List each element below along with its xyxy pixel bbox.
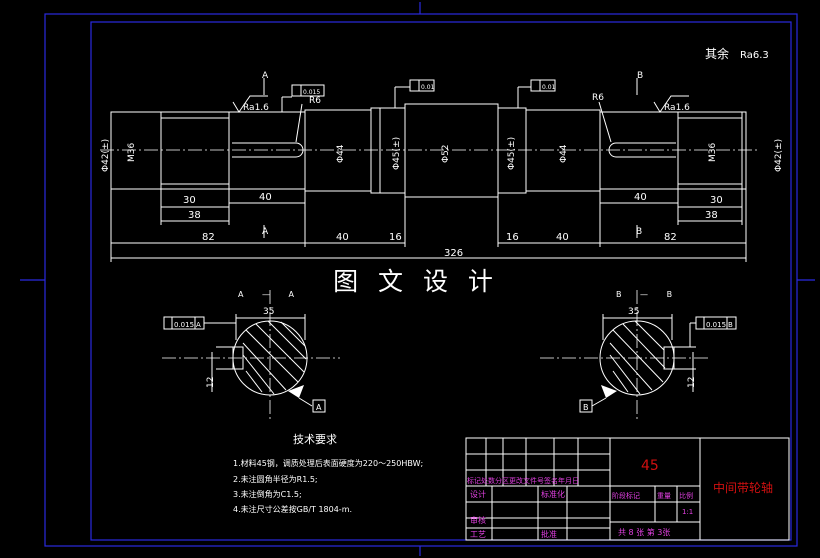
dim-dia52: Φ52	[441, 144, 451, 163]
dim-dia45-left: Φ45(±)	[392, 137, 402, 170]
dim-82-right: 82	[664, 232, 677, 243]
roughness-left: Ra1.6	[243, 103, 269, 113]
label-stage-mark: 阶段标记	[612, 491, 640, 500]
label-approve: 批准	[541, 529, 557, 539]
section-b-width: 35	[628, 307, 639, 317]
sheet-count: 共 8 张 第 3张	[618, 527, 670, 537]
dim-30-left: 30	[183, 195, 196, 206]
section-b-depth: 12	[687, 377, 697, 388]
section-mark-a-top: A	[262, 71, 269, 81]
dim-40-mid-left: 40	[336, 232, 349, 243]
section-a-width: 35	[263, 307, 274, 317]
roughness-note: 其余	[705, 46, 729, 61]
dim-40-mid-right: 40	[556, 232, 569, 243]
dim-dia42-right: Φ42(±)	[774, 139, 784, 172]
section-a-title: A — A	[238, 290, 302, 299]
section-b-tolerance: 0.015	[706, 321, 726, 329]
section-a-depth: 12	[206, 377, 216, 388]
revision-header: 标记处数分区更改文件号签名年月日	[467, 476, 579, 485]
section-a-tolerance: 0.015	[174, 321, 194, 329]
fillet-right: R6	[592, 93, 604, 103]
dim-dia45-right: Φ45(±)	[507, 137, 517, 170]
section-a-view	[162, 290, 340, 420]
fillet-left: R6	[309, 96, 321, 106]
dim-38-right: 38	[705, 210, 718, 221]
dim-326: 326	[444, 248, 463, 259]
material-value: 45	[641, 458, 659, 474]
label-weight: 重量	[657, 492, 671, 500]
section-mark-a-bottom: A	[262, 227, 269, 237]
tech-item-4: 4.未注尺寸公差按GB/T 1804-m.	[233, 504, 352, 514]
section-b-view	[540, 290, 737, 420]
label-scale: 比例	[679, 491, 693, 500]
section-a-datum-ref: A	[196, 321, 201, 329]
label-standardize: 标准化	[541, 489, 565, 499]
dim-38-left: 38	[188, 210, 201, 221]
scale-value: 1:1	[682, 508, 693, 516]
dim-16-right: 16	[506, 232, 519, 243]
section-a-datum: A	[316, 403, 322, 412]
section-b-datum: B	[583, 403, 589, 412]
tol-right: 0.01	[542, 84, 556, 91]
tol-mid: 0.01	[421, 84, 435, 91]
watermark-text: 图 文 设 计	[333, 267, 499, 296]
section-b-datum-ref: B	[728, 321, 733, 329]
dim-82-left: 82	[202, 232, 215, 243]
dim-dia42-left: Φ42(±)	[101, 139, 111, 172]
tech-requirements-title: 技术要求	[293, 433, 337, 446]
dim-40-right: 40	[634, 192, 647, 203]
part-name: 中间带轮轴	[713, 480, 773, 495]
shaft-main-view	[110, 103, 747, 198]
dim-16-left: 16	[389, 232, 402, 243]
section-b-title: B — B	[616, 290, 680, 299]
tech-item-3: 3.未注倒角为C1.5;	[233, 489, 302, 499]
roughness-value: Ra6.3	[740, 50, 769, 61]
dim-m36-left: M36	[127, 143, 137, 162]
dim-30-right: 30	[710, 195, 723, 206]
dimension-lines	[110, 78, 747, 262]
dim-40-left: 40	[259, 192, 272, 203]
title-block	[465, 437, 790, 541]
inner-frame	[90, 21, 792, 541]
dim-m36-right: M36	[708, 143, 718, 162]
dim-dia44-right: Φ44	[559, 144, 569, 163]
section-mark-b-bottom: B	[636, 227, 642, 237]
tol-left: 0.015	[303, 89, 320, 96]
tolerance-frames	[291, 79, 556, 97]
tech-item-2: 2.未注圆角半径为R1.5;	[233, 474, 318, 484]
roughness-right: Ra1.6	[664, 103, 690, 113]
dim-dia44-left: Φ44	[336, 144, 346, 163]
tech-item-1: 1.材料45钢，调质处理后表面硬度为220～250HBW;	[233, 458, 423, 468]
label-process: 工艺	[470, 530, 486, 539]
section-mark-b-top: B	[637, 71, 643, 81]
label-design: 设计	[470, 489, 486, 499]
label-review: 审核	[470, 515, 486, 525]
